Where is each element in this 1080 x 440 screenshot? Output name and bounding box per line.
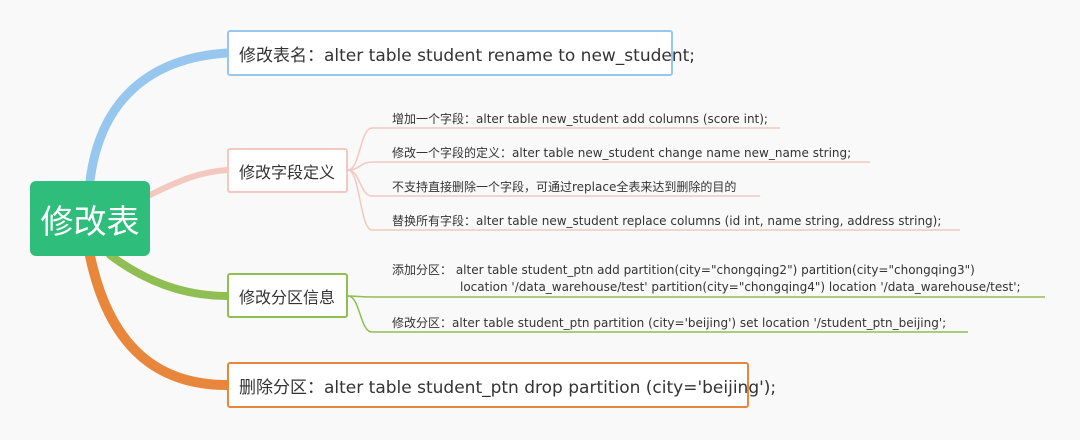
add-partition-leaf[interactable]: 添加分区： alter table student_ptn add partit…	[392, 263, 975, 277]
partition-child-connectors	[347, 295, 1045, 333]
connector-drop	[85, 251, 232, 390]
modify-partition-node[interactable]: 修改分区信息	[227, 273, 348, 318]
add-column-leaf[interactable]: 增加一个字段：alter table new_student add colum…	[392, 112, 768, 126]
root-node-label: 修改表	[40, 201, 140, 241]
fields-child-connectors	[347, 127, 960, 231]
modify-partition-label: 修改分区信息	[239, 287, 336, 307]
root-node[interactable]: 修改表	[30, 181, 150, 256]
replace-columns-leaf[interactable]: 替换所有字段：alter table new_student replace c…	[392, 214, 942, 228]
modify-partition-leaf[interactable]: 修改分区：alter table student_ptn partition (…	[392, 316, 947, 330]
drop-partition-node[interactable]: 删除分区：alter table student_ptn drop partit…	[227, 362, 776, 408]
connector-rename	[85, 48, 232, 186]
connector-partition	[106, 251, 231, 300]
rename-table-node[interactable]: 修改表名：alter table student rename to new_s…	[227, 30, 695, 76]
drop-column-note-leaf[interactable]: 不支持直接删除一个字段，可通过replace全表来达到删除的目的	[392, 180, 737, 194]
modify-fields-label: 修改字段定义	[239, 162, 336, 182]
rename-table-label: 修改表名：alter table student rename to new_s…	[239, 45, 696, 66]
drop-partition-label: 删除分区：alter table student_ptn drop partit…	[239, 377, 777, 398]
add-partition-leaf-continued: location '/data_warehouse/test' partitio…	[460, 280, 1021, 294]
change-column-leaf[interactable]: 修改一个字段的定义：alter table new_student change…	[392, 146, 852, 160]
modify-fields-node[interactable]: 修改字段定义	[227, 148, 348, 193]
connector-fields	[145, 167, 230, 199]
